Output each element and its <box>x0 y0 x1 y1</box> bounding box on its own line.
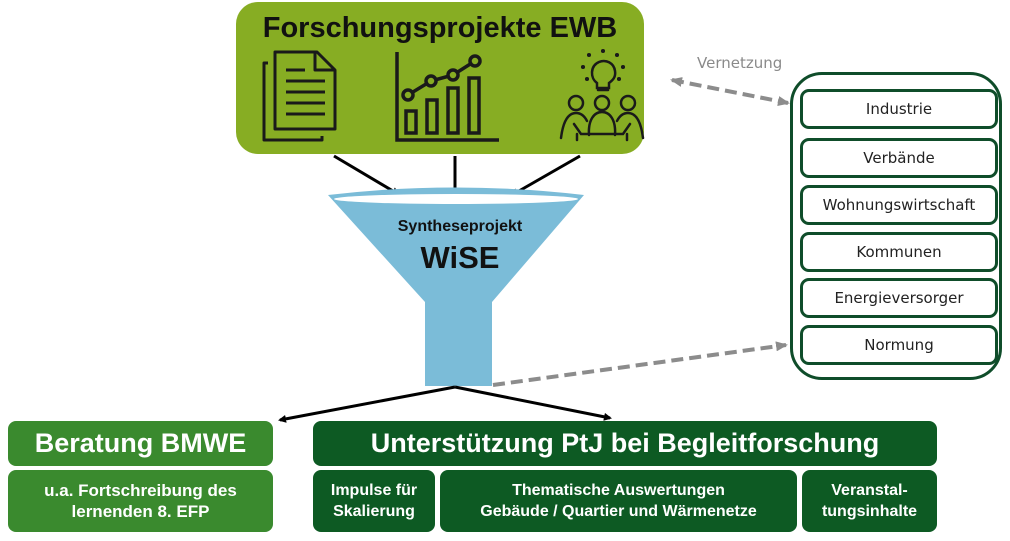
beratung-subtitle-line-1: u.a. Fortschreibung des <box>44 481 237 500</box>
ptj-item-thematische-auswertungen: Thematische Auswertungen Gebäude / Quart… <box>440 470 797 532</box>
ptj-item-line: Veranstal- <box>831 482 908 499</box>
vernetzung-arrow-top <box>670 77 790 106</box>
funnel-label-syntheseprojekt: Syntheseprojekt <box>397 218 523 235</box>
research-projects-title: Forschungsprojekte EWB <box>262 12 618 44</box>
stakeholder-verbaende: Verbände <box>800 138 998 178</box>
stakeholder-normung: Normung <box>800 325 998 365</box>
ptj-item-line: Skalierung <box>333 503 415 520</box>
funnel-label-wise: WiSE <box>420 240 500 275</box>
beratung-title-box: Beratung BMWE <box>8 421 273 466</box>
team-idea-icon <box>559 48 645 142</box>
stakeholder-energieversorger: Energieversorger <box>800 278 998 318</box>
ptj-item-impulse: Impulse für Skalierung <box>313 470 435 532</box>
arrow-team-to-funnel <box>510 154 581 197</box>
stakeholder-kommunen: Kommunen <box>800 232 998 272</box>
beratung-subtitle-line-2: lernenden 8. EFP <box>71 502 210 521</box>
vernetzung-arrow-bottom <box>492 341 788 387</box>
documents-icon <box>262 50 337 142</box>
output-arrows <box>278 385 612 423</box>
ptj-item-veranstaltungsinhalte: Veranstal- tungsinhalte <box>802 470 937 532</box>
ptj-title: Unterstützung PtJ bei Begleitforschung <box>370 428 880 458</box>
chart-growth-icon <box>395 52 499 142</box>
stakeholder-wohnungswirtschaft: Wohnungswirtschaft <box>800 185 998 225</box>
ptj-item-line: Impulse für <box>330 482 418 499</box>
arrow-funnel-to-beratung <box>278 385 456 423</box>
ptj-item-line: Thematische Auswertungen <box>512 482 725 499</box>
beratung-subtitle-box: u.a. Fortschreibung des lernenden 8. EFP <box>8 470 273 532</box>
arrow-funnel-to-ptj <box>454 385 612 421</box>
ptj-item-line: tungsinhalte <box>821 503 918 520</box>
ptj-title-box: Unterstützung PtJ bei Begleitforschung <box>313 421 937 466</box>
stakeholder-industrie: Industrie <box>800 89 998 129</box>
beratung-title: Beratung BMWE <box>34 428 247 458</box>
arrow-documents-to-funnel <box>333 154 400 196</box>
vernetzung-label: Vernetzung <box>697 54 783 72</box>
funnel-shape <box>328 187 584 386</box>
ptj-item-line: Gebäude / Quartier und Wärmenetze <box>480 503 757 520</box>
